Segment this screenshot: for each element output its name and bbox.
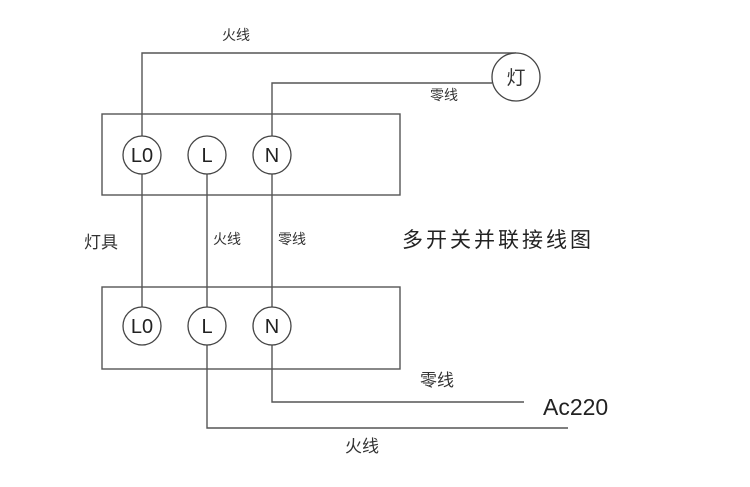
wire-supply-live (206, 345, 568, 429)
svg-text:N: N (265, 145, 279, 167)
svg-text:L0: L0 (131, 316, 153, 338)
switch-box-bottom (101, 286, 401, 370)
lamp-label: 灯 (506, 67, 525, 89)
diagram-title: 多开关并联接线图 (402, 228, 594, 252)
label-supply-ac220: Ac220 (543, 394, 609, 420)
terminal-bottom-l: L (187, 306, 227, 346)
svg-text:L0: L0 (131, 145, 153, 167)
label-top-live: 火线 (222, 28, 250, 44)
terminal-bottom-n: N (252, 306, 292, 346)
svg-text:L: L (201, 145, 212, 167)
label-fixture: 灯具 (84, 233, 118, 253)
terminal-top-l0: L0 (122, 135, 162, 175)
wire-top-live (141, 52, 516, 136)
terminal-bottom-l0: L0 (122, 306, 162, 346)
label-top-neutral: 零线 (430, 88, 458, 104)
label-mid-neutral: 零线 (278, 232, 306, 248)
label-bottom-live: 火线 (345, 437, 379, 457)
wire-supply-neutral (271, 345, 524, 403)
lamp-symbol (491, 52, 541, 102)
svg-text:L: L (201, 316, 212, 338)
terminal-top-n: N (252, 135, 292, 175)
label-mid-live: 火线 (213, 232, 241, 248)
terminal-top-l: L (187, 135, 227, 175)
switch-box-top (101, 113, 401, 196)
label-bottom-neutral: 零线 (420, 371, 454, 391)
wire-top-neutral (271, 82, 492, 136)
svg-text:N: N (265, 316, 279, 338)
